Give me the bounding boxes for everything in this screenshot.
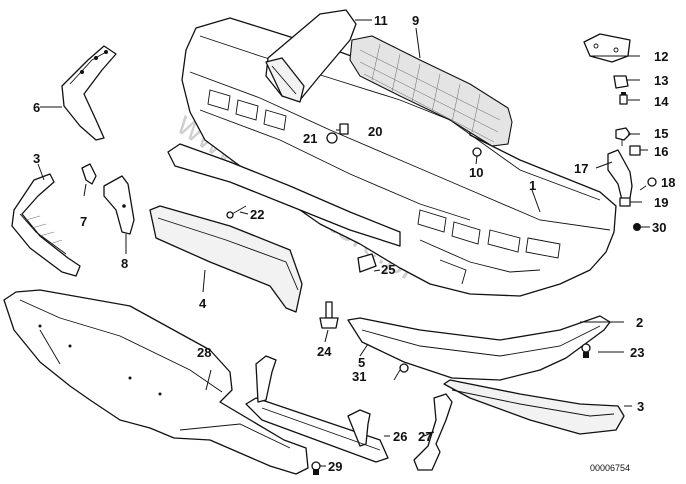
undertray [3, 289, 309, 475]
callout-1: 1 [529, 178, 536, 193]
callout-24: 24 [317, 344, 332, 359]
callout-17: 17 [574, 161, 588, 176]
callout-20: 20 [368, 124, 382, 139]
callout-5: 5 [358, 355, 365, 370]
bracket-12 [583, 33, 631, 63]
screw-14 [619, 92, 628, 105]
callout-31: 31 [352, 369, 366, 384]
corner-trim-right [443, 379, 625, 435]
bracket-8 [103, 175, 135, 235]
air-duct [265, 9, 357, 103]
grille-insert [349, 35, 513, 147]
bolt-24 [319, 301, 339, 329]
nut-10 [472, 147, 482, 157]
bumper-lower-valance [167, 143, 401, 247]
callout-14: 14 [654, 94, 669, 109]
screw-18 [639, 177, 657, 191]
callout-10: 10 [469, 165, 483, 180]
callout-12: 12 [654, 49, 668, 64]
callout-28: 28 [197, 345, 211, 360]
spoiler-lip [347, 315, 611, 381]
screw-31 [393, 363, 409, 381]
callout-30: 30 [652, 220, 666, 235]
bolt-15 [615, 127, 631, 146]
callout-9: 9 [412, 13, 419, 28]
callout-26: 26 [393, 429, 407, 444]
bracket-17 [607, 149, 633, 201]
callout-27: 27 [418, 429, 432, 444]
nut-16 [629, 145, 641, 156]
callout-19: 19 [654, 195, 668, 210]
callout-23: 23 [630, 345, 644, 360]
callout-13: 13 [654, 73, 668, 88]
callout-25: 25 [381, 262, 395, 277]
diagram-reference-code: 00006754 [590, 463, 630, 473]
callout-22: 22 [250, 207, 264, 222]
callout-4: 4 [199, 296, 207, 311]
corner-trim-left [11, 173, 81, 277]
screw-23 [581, 343, 591, 358]
impact-support [149, 205, 303, 313]
clip-19 [619, 197, 631, 207]
clip-20 [339, 123, 349, 135]
callout-15: 15 [654, 126, 668, 141]
callout-29: 29 [328, 459, 342, 474]
brace-26 [245, 355, 389, 463]
clip-25 [357, 253, 377, 273]
bolt-29 [311, 461, 321, 475]
callout-2: 2 [636, 315, 643, 330]
clip-7 [81, 163, 97, 185]
callout-labels: 1 2 3 3 4 5 6 7 8 9 10 11 12 13 14 15 16… [33, 13, 675, 474]
callout-3: 3 [33, 151, 40, 166]
callout-16: 16 [654, 144, 668, 159]
trim-strip-6 [61, 45, 117, 141]
callout-21: 21 [303, 131, 317, 146]
clip-13 [613, 75, 629, 89]
grommet-21 [326, 132, 338, 144]
leader-lines [37, 19, 650, 467]
screw-22 [226, 205, 247, 219]
callout-8: 8 [121, 256, 128, 271]
callout-7: 7 [80, 214, 87, 229]
callout-3-right: 3 [637, 399, 644, 414]
callout-18: 18 [661, 175, 675, 190]
callout-11: 11 [374, 13, 388, 28]
callout-6: 6 [33, 100, 40, 115]
